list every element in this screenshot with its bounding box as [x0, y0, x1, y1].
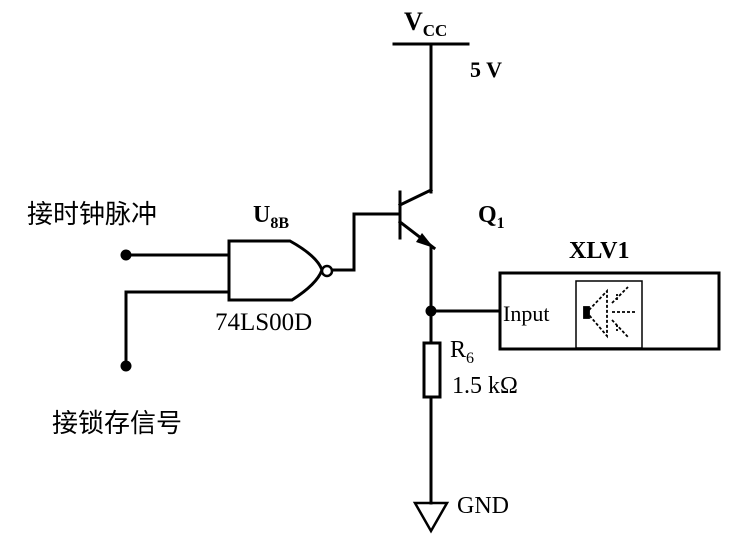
- resistor-ref: R6: [450, 337, 474, 367]
- speaker-icon: [583, 286, 636, 339]
- vcc-label: VCC: [404, 7, 447, 40]
- latch-wire: [124, 290, 231, 368]
- speaker-box: [575, 280, 643, 349]
- ground-icon: [412, 501, 450, 534]
- resistor-r6: R6 1.5 kΩ: [422, 337, 518, 399]
- emitter-arrow-icon: [416, 233, 434, 248]
- probe-ref: XLV1: [569, 238, 629, 264]
- q1-label: Q1: [478, 202, 505, 232]
- latch-terminal-dot: [120, 360, 132, 372]
- probe-pin-label: Input: [503, 301, 549, 326]
- transistor-q1: Q1: [397, 187, 505, 251]
- latch-input: 接锁存信号: [52, 290, 231, 439]
- probe-box: [498, 271, 721, 351]
- resistor-value: 1.5 kΩ: [452, 373, 518, 399]
- latch-label: 接锁存信号: [52, 409, 182, 439]
- clock-label: 接时钟脉冲: [27, 200, 157, 230]
- vcc-voltage: 5 V: [470, 57, 502, 82]
- ground-symbol: GND: [412, 493, 509, 534]
- vcc-power-symbol: VCC 5 V: [392, 7, 502, 194]
- collector-lead: [397, 187, 434, 208]
- probe-xlv1: XLV1 Input: [498, 238, 721, 351]
- resistor-body: [422, 341, 442, 399]
- inversion-bubble: [320, 264, 334, 278]
- ground-label: GND: [457, 493, 509, 519]
- base-wire: [331, 212, 402, 272]
- nand-body: [227, 239, 324, 302]
- gate-part: 74LS00D: [215, 309, 312, 336]
- nand-gate-u8b: U8B 74LS00D: [215, 202, 334, 336]
- gate-ref: U8B: [253, 202, 289, 232]
- clock-input: 接时钟脉冲: [27, 200, 231, 261]
